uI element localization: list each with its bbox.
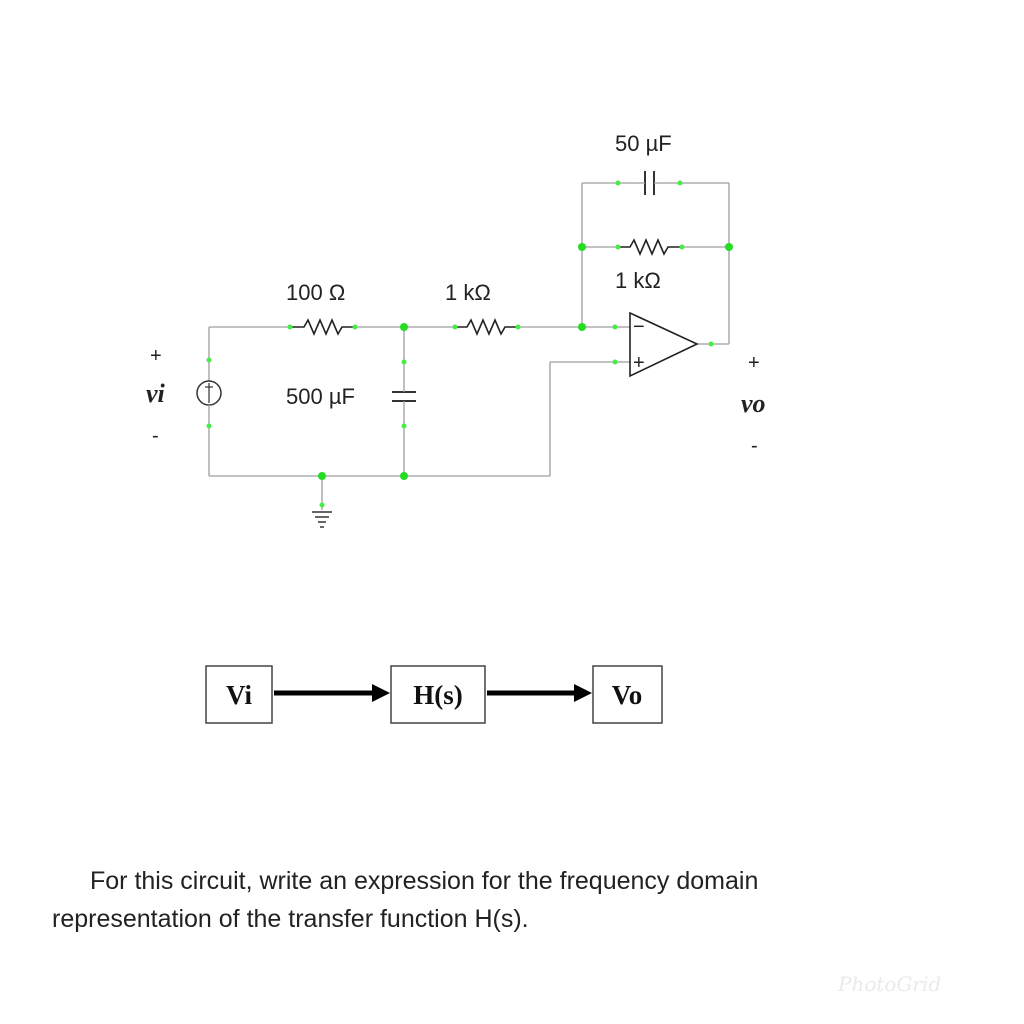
- vi-minus-sign: -: [152, 425, 159, 447]
- block-input-label: Vi: [226, 680, 252, 710]
- block-system-label: H(s): [413, 680, 463, 710]
- resistor-r1: [290, 317, 355, 337]
- rf-label: 1 kΩ: [615, 268, 661, 293]
- vi-label: vi: [146, 379, 166, 408]
- vo-minus-sign: -: [751, 435, 758, 457]
- vo-plus-sign: +: [748, 352, 760, 374]
- block-output-label: Vo: [612, 680, 643, 710]
- block-system: [390, 665, 486, 724]
- capacitor-c1: [392, 387, 416, 407]
- vo-label: vo: [741, 389, 766, 418]
- arrow-icon: [372, 684, 390, 702]
- question-line-1: For this circuit, write an expression fo…: [90, 867, 759, 895]
- ground-icon: [312, 511, 332, 528]
- watermark: PhotoGrid: [838, 972, 942, 996]
- cf-label: 50 µF: [615, 131, 672, 156]
- nodes: [206, 180, 733, 508]
- r1-label: 100 Ω: [286, 280, 345, 305]
- block-diagram: Vi H(s) Vo: [205, 665, 663, 724]
- vi-plus-sign: +: [150, 345, 162, 367]
- block-input: [205, 665, 273, 724]
- arrow-icon: [574, 684, 592, 702]
- c1-label: 500 µF: [286, 384, 355, 409]
- r2-label: 1 kΩ: [445, 280, 491, 305]
- question-text: For this circuit, write an expression fo…: [52, 862, 952, 938]
- op-amp: − +: [615, 311, 699, 378]
- block-output: [592, 665, 663, 724]
- voltage-source: [196, 360, 222, 426]
- question-line-2: representation of the transfer function …: [52, 905, 529, 933]
- op-amp-plus-label: +: [633, 352, 645, 374]
- op-amp-minus-label: −: [633, 316, 645, 338]
- resistor-rf: [618, 237, 682, 257]
- resistor-r2: [455, 317, 518, 337]
- capacitor-cf: [638, 171, 660, 195]
